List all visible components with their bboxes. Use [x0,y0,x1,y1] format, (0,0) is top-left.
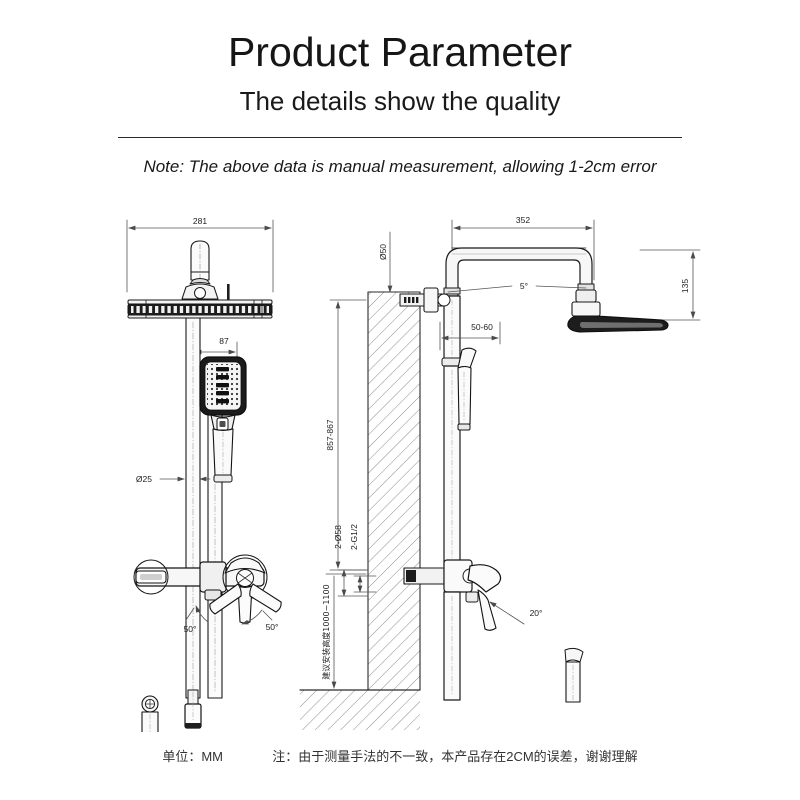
dim-label-angle-5: 5° [520,281,528,291]
overhead-shower-head-side [567,289,669,333]
leader-arm-tilt [447,285,587,293]
side-lower-riser [443,591,461,701]
technical-drawing-area: 281 [0,192,800,732]
front-inlet-tube [190,240,210,281]
hand-shower-side [457,347,477,431]
dim-label-281: 281 [193,216,207,226]
footer-remark: 注：由于测量手法的不一致，本产品存在2CM的误差，谢谢理解 [272,749,638,764]
dim-label-d50: Ø50 [378,244,388,260]
front-riser-main [185,317,201,699]
side-view-group: 352 135 5° [299,215,701,730]
floor-section [299,689,421,730]
page-subtitle: The details show the quality [239,86,561,116]
dim-label-d25: Ø25 [136,474,152,484]
overhead-shower-head-front [127,299,273,319]
wall-inlet-fitting [399,287,451,313]
bidet-sprayer-front [141,695,159,732]
header-divider [118,137,682,138]
front-bottom-outlet [184,689,202,729]
side-riser-pipe [441,295,463,567]
dim-label-352: 352 [516,215,530,225]
dim-label-87: 87 [219,336,229,346]
side-lever-handle [467,564,502,631]
front-mixer-body [135,561,265,601]
footer: 单位：MM 注：由于测量手法的不一致，本产品存在2CM的误差，谢谢理解 [0,746,800,765]
unit-label: 单位：MM [162,749,223,764]
hand-shower-front [199,356,247,483]
measurement-note: Note: The above data is manual measureme… [143,157,657,176]
dim-label-angle-right-50: 50° [266,622,279,632]
front-view-group: 281 [126,216,282,732]
front-diverter-left [133,559,169,595]
wall-section [367,291,421,691]
page-title: Product Parameter [227,29,573,75]
dimension-head-drop [639,249,701,321]
front-lever-right [209,554,282,624]
dim-label-135: 135 [680,279,690,293]
dim-label-2-d58: 2-Ø58 [333,525,343,549]
dimension-overhead-width [126,219,274,293]
dim-label-angle-20: 20° [530,608,543,618]
dimension-thread-spec [353,575,377,593]
dim-label-50-60: 50-60 [471,322,493,332]
header: Product Parameter The details show the q… [0,0,800,118]
side-bidet-sprayer [564,647,584,703]
leader-handle-angle [489,601,525,625]
dim-label-install-height: 建议安装高度1000~1100 [321,584,331,679]
dim-label-2-g12: 2-G1/2 [349,524,359,550]
dimension-wall-clearance [439,321,501,351]
dim-label-angle-left-50: 50° [184,624,197,634]
dimension-install-height [325,573,367,689]
dim-label-857-867: 857-867 [325,419,335,450]
